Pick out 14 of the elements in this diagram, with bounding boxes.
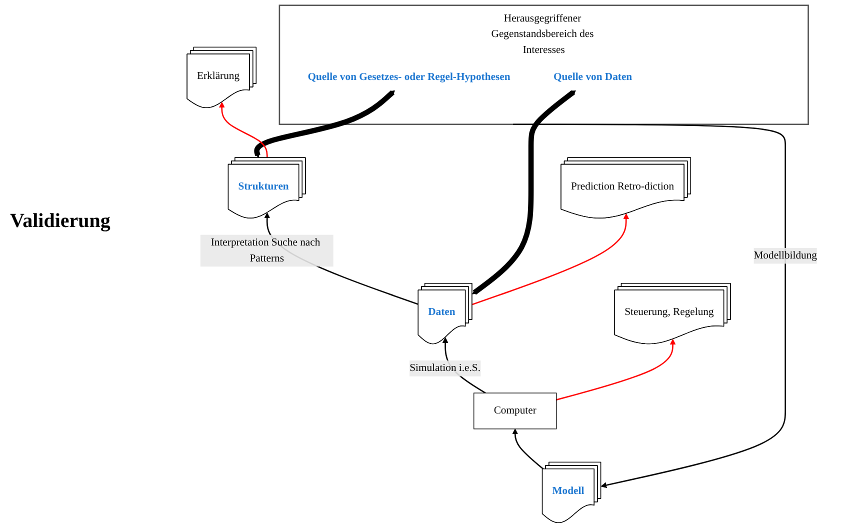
node-box: Computer bbox=[474, 392, 557, 430]
annotation-text: Validierung bbox=[10, 210, 112, 233]
node-text: Quelle von Daten bbox=[553, 71, 632, 83]
arrow bbox=[472, 90, 576, 295]
edge-label: Simulation i.e.S. bbox=[410, 362, 481, 374]
edge-label: Modellbildung bbox=[754, 250, 817, 262]
arrow bbox=[512, 428, 544, 470]
arrow bbox=[218, 102, 268, 158]
arrow bbox=[254, 90, 396, 158]
arrow bbox=[513, 124, 786, 488]
edge-label: Interpretation Suche nach Patterns bbox=[210, 236, 320, 264]
arrow bbox=[472, 213, 630, 306]
node-text: Quelle von Gesetzes- oder Regel-Hypothesen bbox=[308, 71, 510, 83]
arrow bbox=[556, 339, 676, 400]
